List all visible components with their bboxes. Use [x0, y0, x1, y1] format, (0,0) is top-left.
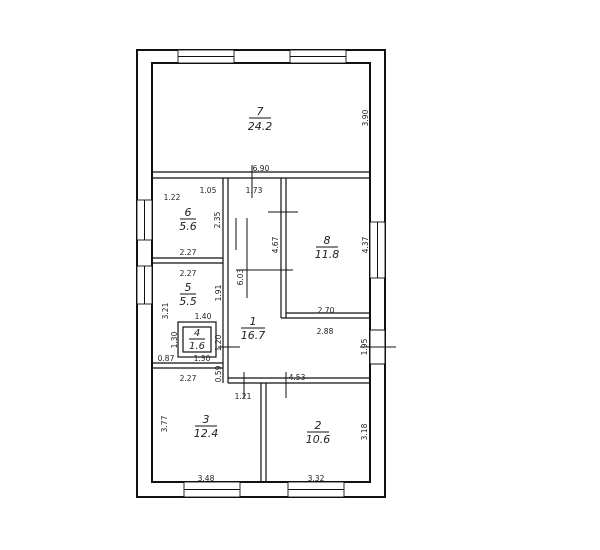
room-2-area: 10.6: [306, 433, 331, 446]
room-7-number: 7: [257, 105, 264, 118]
dim-453: 4.53: [289, 373, 306, 382]
dimension-lines: [218, 165, 298, 398]
interior-walls: [152, 171, 370, 482]
dim-270: 2.70: [318, 306, 335, 315]
dim-122: 1.22: [164, 193, 181, 202]
room-2-number: 2: [315, 419, 322, 432]
dim-121: 1.21: [235, 392, 252, 401]
dim-690: 6.90: [253, 164, 270, 173]
dim-227-a: 2.27: [180, 248, 197, 257]
entrance-door: [360, 329, 396, 365]
room-4-number: 4: [194, 328, 200, 339]
dim-390: 3.90: [361, 109, 370, 126]
room-6-area: 5.6: [179, 220, 197, 233]
windows: [136, 49, 386, 498]
dim-173: 1.73: [246, 186, 263, 195]
dim-288: 2.88: [317, 327, 334, 336]
dim-191: 1.91: [214, 284, 223, 301]
room-3-area: 12.4: [194, 427, 219, 440]
dim-227-c: 2.27: [180, 374, 197, 383]
dim-130-h: 1.30: [194, 354, 211, 363]
dim-318: 3.18: [360, 423, 369, 440]
room-8-area: 11.8: [315, 248, 340, 261]
dim-377: 3.77: [160, 415, 169, 432]
dim-321: 3.21: [161, 302, 170, 319]
room-6-number: 6: [185, 206, 192, 219]
dim-467: 4.67: [271, 236, 280, 253]
dim-105: 1.05: [200, 186, 217, 195]
room-4-area: 1.6: [189, 341, 205, 352]
room-5-area: 5.5: [179, 295, 197, 308]
dim-235: 2.35: [213, 211, 222, 228]
dim-130-v: 1.30: [170, 331, 179, 348]
room-8-number: 8: [324, 234, 331, 247]
dim-195: 1.95: [360, 338, 369, 355]
room-labels: 7 24.2 6 5.6 8 11.8 5 5.5 4 1.6 1 16.7 3…: [179, 105, 339, 446]
dim-087: 0.87: [158, 354, 175, 363]
dim-437: 4.37: [361, 236, 370, 253]
room-5-number: 5: [185, 281, 192, 294]
dim-140: 1.40: [195, 312, 212, 321]
dim-348: 3.48: [198, 474, 215, 483]
dim-603: 6.03: [236, 268, 245, 285]
dim-332: 3.32: [308, 474, 325, 483]
dim-120: 1.20: [214, 334, 223, 351]
room-7-area: 24.2: [248, 120, 273, 133]
dim-227-b: 2.27: [180, 269, 197, 278]
room-1-area: 16.7: [241, 329, 266, 342]
room-3-number: 3: [203, 413, 210, 426]
dim-059: 0.59: [214, 365, 223, 382]
dimension-labels: 3.90 6.90 1.22 1.05 1.73 2.35 4.67 4.37 …: [158, 109, 370, 483]
room-1-number: 1: [250, 315, 257, 328]
